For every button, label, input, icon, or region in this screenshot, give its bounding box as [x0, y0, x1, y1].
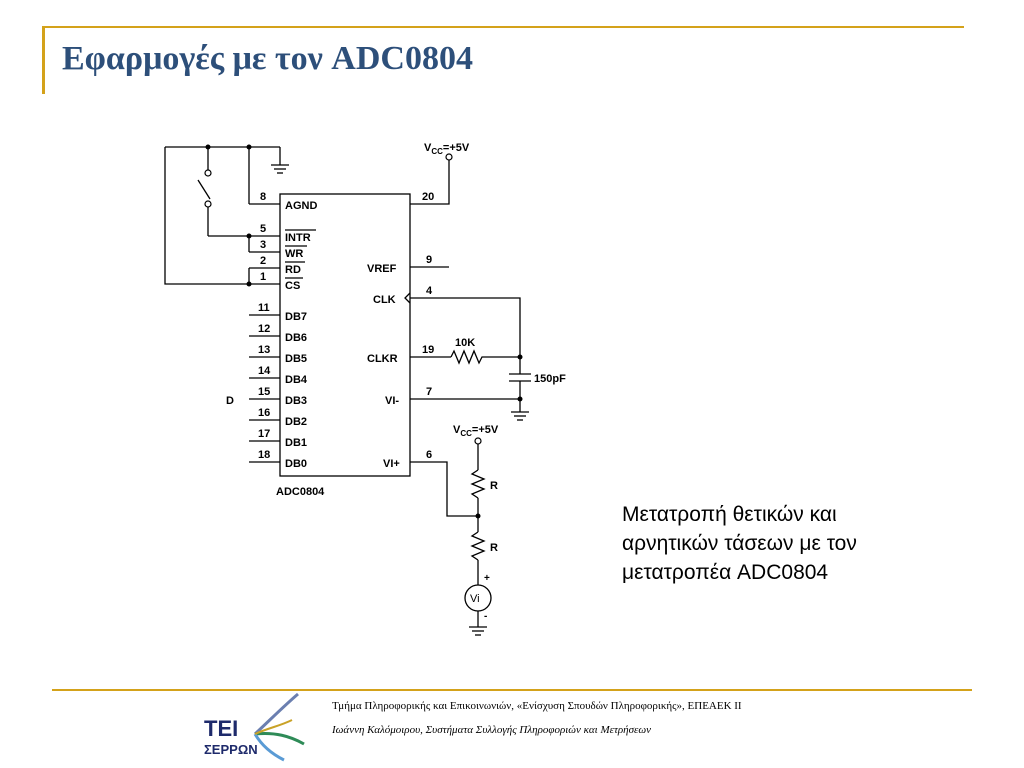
switch-contact: [204, 169, 212, 177]
junction-dot: [246, 233, 252, 239]
pin-number: 11: [258, 302, 270, 314]
tei-serron-logo: ΤΕΙ ΣΕΡΡΩΝ: [200, 690, 310, 766]
pin-number: 6: [426, 449, 432, 461]
pin-number: 13: [258, 344, 270, 356]
pin-label: AGND: [285, 200, 317, 212]
pin-label: DB1: [285, 437, 307, 449]
pin-number: 15: [258, 386, 270, 398]
junction-dot: [475, 513, 481, 519]
pin-label: VI-: [385, 395, 399, 407]
source-plus-label: +: [484, 573, 490, 584]
adc0804-chip-body: [279, 193, 411, 477]
junction-dot: [246, 281, 252, 287]
pin-number: 14: [258, 365, 271, 377]
pin-label: INTR: [285, 232, 311, 244]
pin-label: DB6: [285, 332, 307, 344]
pin-number: 4: [426, 285, 433, 297]
pin-label: DB3: [285, 395, 307, 407]
pin-label: WR: [285, 248, 303, 260]
clk-resistor-label: 10K: [455, 337, 475, 349]
pin-label: DB0: [285, 458, 307, 470]
pin-label: DB4: [285, 374, 308, 386]
chip-name-label: ADC0804: [276, 486, 325, 498]
source-minus-label: -: [484, 611, 487, 622]
adc0804-circuit-diagram: 8 5 3 2 1 11 12 13 14 15 16 17 18 AGND I…: [164, 142, 566, 636]
footer-rule: [52, 689, 972, 691]
footer-author-text: Ιωάννη Καλόμοιρου, Συστήματα Συλλογής Πλ…: [332, 724, 652, 736]
pin-number: 3: [260, 239, 266, 251]
vcc-top-label: VCC=+5V: [424, 142, 470, 156]
resistor-r1-label: R: [490, 480, 498, 492]
title-accent-bar: [42, 26, 45, 94]
pin-number: 8: [260, 191, 266, 203]
pin-label: DB2: [285, 416, 307, 428]
source-label: Vi: [470, 593, 480, 605]
pin-number: 5: [260, 223, 266, 235]
vcc-terminal: [474, 437, 482, 445]
logo-star-icon: [253, 692, 305, 762]
logo-text-tei: ΤΕΙ: [204, 716, 239, 741]
pin-number: 18: [258, 449, 270, 461]
pin-label: VI+: [383, 458, 400, 470]
pin-label: RD: [285, 264, 301, 276]
pin-label: CS: [285, 280, 300, 292]
pin-number: 17: [258, 428, 270, 440]
junction-dot: [517, 396, 523, 402]
vcc-right-label: VCC=+5V: [453, 424, 499, 438]
logo-text-serron: ΣΕΡΡΩΝ: [204, 742, 258, 757]
slide-title: Εφαρμογές με τον ADC0804: [62, 40, 473, 77]
pin-label: DB7: [285, 311, 307, 323]
pin-number: 2: [260, 255, 266, 267]
resistor-r2-label: R: [490, 542, 498, 554]
pin-label: DB5: [285, 353, 307, 365]
pin-label: VREF: [367, 263, 397, 275]
capacitor-label: 150pF: [534, 373, 566, 385]
switch-contact: [204, 200, 212, 208]
junction-dot: [205, 144, 211, 150]
pin-number: 12: [258, 323, 270, 335]
junction-dot: [246, 144, 252, 150]
pin-label: CLKR: [367, 353, 398, 365]
pin-number: 19: [422, 344, 434, 356]
pin-label: CLK: [373, 294, 396, 306]
top-rule: [42, 26, 964, 28]
pin-number: 7: [426, 386, 432, 398]
pin-number: 20: [422, 191, 434, 203]
footer-department-text: Τμήμα Πληροφορικής και Επικοινωνιών, «Εν…: [332, 700, 742, 712]
slide-caption: Μετατροπή θετικών και αρνητικών τάσεων μ…: [622, 503, 857, 584]
pin-number: 1: [260, 271, 266, 283]
pin-number: 16: [258, 407, 270, 419]
pin-number: 9: [426, 254, 432, 266]
junction-dot: [517, 354, 523, 360]
data-bus-label: D: [226, 395, 234, 407]
vcc-terminal: [445, 153, 453, 161]
